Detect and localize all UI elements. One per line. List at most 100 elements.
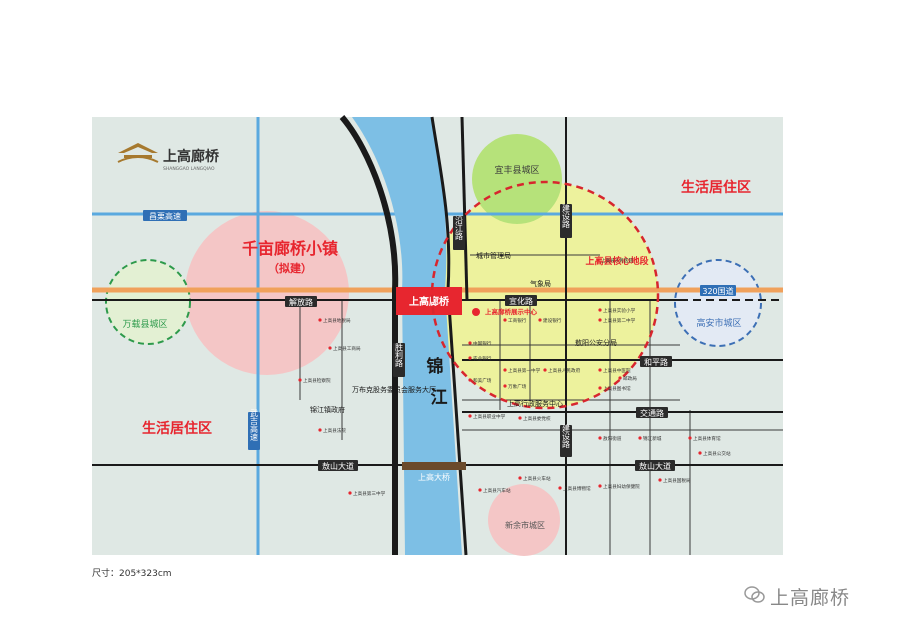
poi-label: 上高县妇幼保健院 [603,483,640,490]
road-tag-jianshe-bottom: 建设路 [562,423,571,448]
wanzai-zone [105,259,191,345]
poi-label: 上高县检察院 [303,377,331,384]
qianmu-subtitle: （拟建） [268,261,312,275]
poi-label: 上高县体育馆 [693,435,721,442]
poi-dot [503,384,507,388]
shanggao-bridge-deck [402,462,466,470]
poi-label: 上高县火车站 [523,475,551,482]
poi-dot [698,451,702,455]
road-tag-jianshe-top: 建设路 [562,203,571,228]
xinyu-zone [488,484,560,556]
poi-dot [598,318,602,322]
poi-label: 上高县第二中学 [603,317,636,324]
poi-dot [328,346,332,350]
poi-label: 上高县公交站 [703,450,731,457]
core-zone [432,182,658,408]
poi-dot [503,318,507,322]
poi-dot [598,368,602,372]
poi-dot [318,318,322,322]
road-tag-shengli: 胜利路 [395,342,404,367]
road-tag-changao: 昌栗高速 [149,211,181,221]
yifeng-label: 宜丰县城区 [494,164,539,176]
xinyu-label: 新余市城区 [505,520,545,530]
core-label: 上高县核心地段 [585,255,649,267]
poi-label: 和美广场 [473,377,492,384]
road-tag-320: 320国道 [702,286,733,296]
poi-dot [598,308,602,312]
poi-label: 上高县汽车站 [483,487,511,494]
poi-label: 上高县地税局 [323,317,351,324]
poi-label: 上高县第三中学 [353,490,386,497]
poi-label: 上高县博物馆 [563,485,591,492]
road-tag-bridge: 上高大桥 [418,472,450,482]
showroom-label: 上高廊桥展示中心 [485,307,538,316]
core-boundary [430,180,660,410]
yanjiang-road-bank [430,116,468,556]
poi-label: 建设银行 [543,317,562,324]
gaoan-label: 高安市城区 [696,317,741,329]
wechat-icon [744,586,765,603]
poi-label: 上高县职业中学 [473,413,506,420]
poi-dot [518,416,522,420]
road-tag-xuanhua: 宣化路 [509,296,533,306]
poi-dot [468,341,472,345]
road-tags: 昌栗高速 解放路 武吉高速 敖山大道 敖山大道 沿江路 建设路 建设路 宣化路 … [143,203,736,482]
minor-roads [270,254,783,555]
road-tag-jiefang: 解放路 [289,297,313,307]
poi-dot [518,476,522,480]
shengli-road [339,115,399,555]
poi-label: 上高县工商局 [333,345,361,352]
poi-label: 上高县中医院 [603,367,631,374]
qianmu-zone [185,211,349,375]
poi-label: 中国银行 [473,340,492,347]
poi-label: 上高县人民医院 [601,257,634,264]
poi-label: 农业银行 [473,355,492,362]
living-zone-left: 生活居住区 [142,420,212,437]
river-label-1: 锦 [427,356,444,377]
poi-label: 上高县国税局 [663,477,691,484]
poi-dot [318,428,322,432]
poi-dot [538,318,542,322]
minor-poi-layer: 上高县人民医院上高县实验小学上高县第二中学中国银行工商银行建设银行农业银行上高县… [298,257,731,497]
logo-name: 上高廊桥 [163,148,220,165]
poi-label: 上高县人民政府 [548,367,581,374]
poi-jinjiang-gov: 锦江镇政府 [310,405,345,414]
poi-dot [468,356,472,360]
poi-dot [658,478,662,482]
main-roads [92,116,783,555]
poi-label: 上高县实验小学 [603,307,636,314]
road-tag-aoshan-left: 敖山大道 [322,461,354,471]
poi-dot [468,414,472,418]
yifeng-zone [472,134,562,224]
poi-city-admin: 城市管理局 [476,251,511,260]
poi-wanbu: 万布克股务委员会服务大厅 [352,385,436,394]
poi-dot [598,436,602,440]
road-tag-yanjiang: 沿江路 [455,216,464,240]
poi-dot [688,436,692,440]
size-caption: 尺寸：205*323cm [92,569,172,579]
poi-label: 上高县法院 [323,427,346,434]
poi-label: 上高县委党校 [523,415,551,422]
road-tag-aoshan-right: 敖山大道 [639,461,671,471]
wanzai-label: 万载县城区 [122,318,167,330]
poi-dot [468,378,472,382]
langqiao-bridge-marker[interactable] [396,287,462,315]
logo-subtitle: SHANGGAO LANGQIAO [163,166,215,172]
poi-dot [348,491,352,495]
poi-label: 锦江新城 [643,435,662,442]
poi-label: 敖阳街道 [603,435,622,442]
road-tag-jiaotong: 交通路 [640,408,664,418]
poi-dot [478,488,482,492]
poi-dot [558,486,562,490]
poi-gov-service: 上高行政服务中心 [507,399,563,408]
poi-label: 万象广场 [508,383,527,390]
jinjiang-river [352,117,462,555]
road-tag-heping: 和平路 [644,357,668,367]
brand-logo: 上高廊桥 SHANGGAO LANGQIAO [117,143,220,172]
bridge-marker-text: 上高廊桥 [409,295,450,308]
logo-roof-icon [118,143,158,153]
poi-dot [618,376,622,380]
showroom-marker[interactable] [472,308,480,316]
poi-label: 上高县图书馆 [603,385,631,392]
